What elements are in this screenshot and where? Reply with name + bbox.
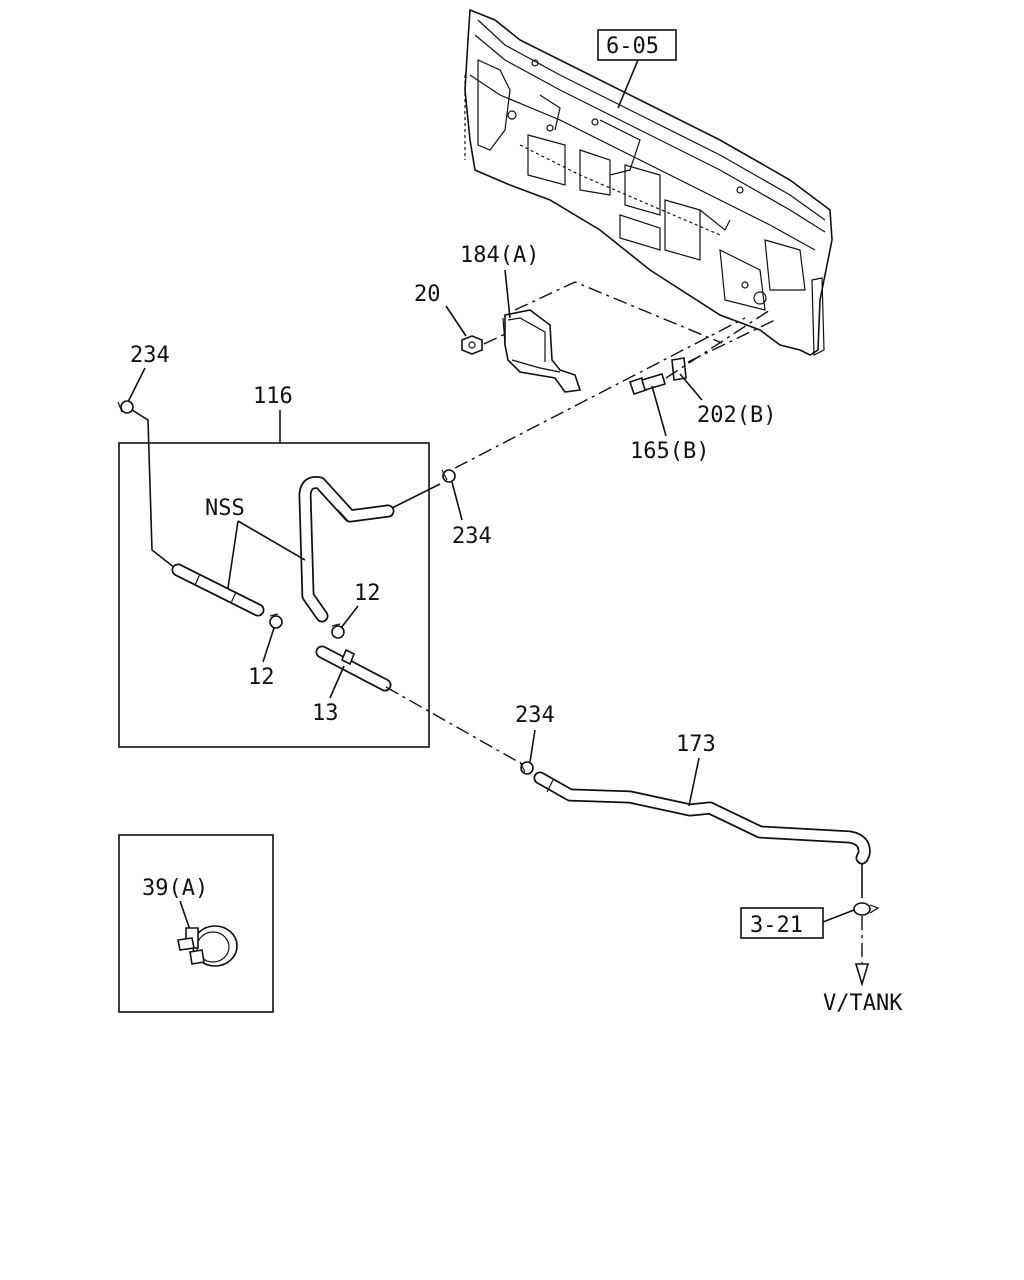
label-clip-inset: 39(A) [142,876,208,901]
label-hose-long: 173 [676,732,716,757]
label-washer: 202(B) [697,403,776,428]
ref-label-tank: 3-21 [750,913,803,938]
hose-assembly-box [118,442,430,748]
clip-left [269,613,283,629]
hose-long [533,771,871,865]
clip-inset [177,925,238,967]
label-clamp-top-left: 234 [130,343,170,368]
bracket [502,309,582,393]
clamp-mid [441,469,456,483]
tank-fitting [853,902,880,916]
label-bracket: 184(A) [460,243,539,268]
label-clip-right: 12 [354,581,381,606]
joint [315,645,392,692]
clip-right [331,623,345,639]
hose-lower-nss [171,563,265,617]
label-clamp-lower: 234 [515,703,555,728]
washer [671,357,687,381]
ref-label-panel: 6-05 [606,34,659,59]
label-nss: NSS [205,496,245,521]
label-clip-left: 12 [248,665,275,690]
ref-box-tank[interactable]: 3-21 [740,907,824,939]
label-joint: 13 [312,701,339,726]
front-panel [464,8,833,356]
inset-box [118,834,274,1013]
label-bolt: 165(B) [630,439,709,464]
label-destination: V/TANK [823,991,903,1016]
clamp-top-left [117,400,134,414]
ref-box-panel[interactable]: 6-05 [597,29,677,61]
nut [461,335,483,355]
label-nut: 20 [414,282,441,307]
clamp-lower [519,761,534,775]
bolt [628,373,666,396]
hose-upper [298,476,395,623]
label-clamp-mid: 234 [452,524,492,549]
label-hose-assembly: 116 [253,384,293,409]
